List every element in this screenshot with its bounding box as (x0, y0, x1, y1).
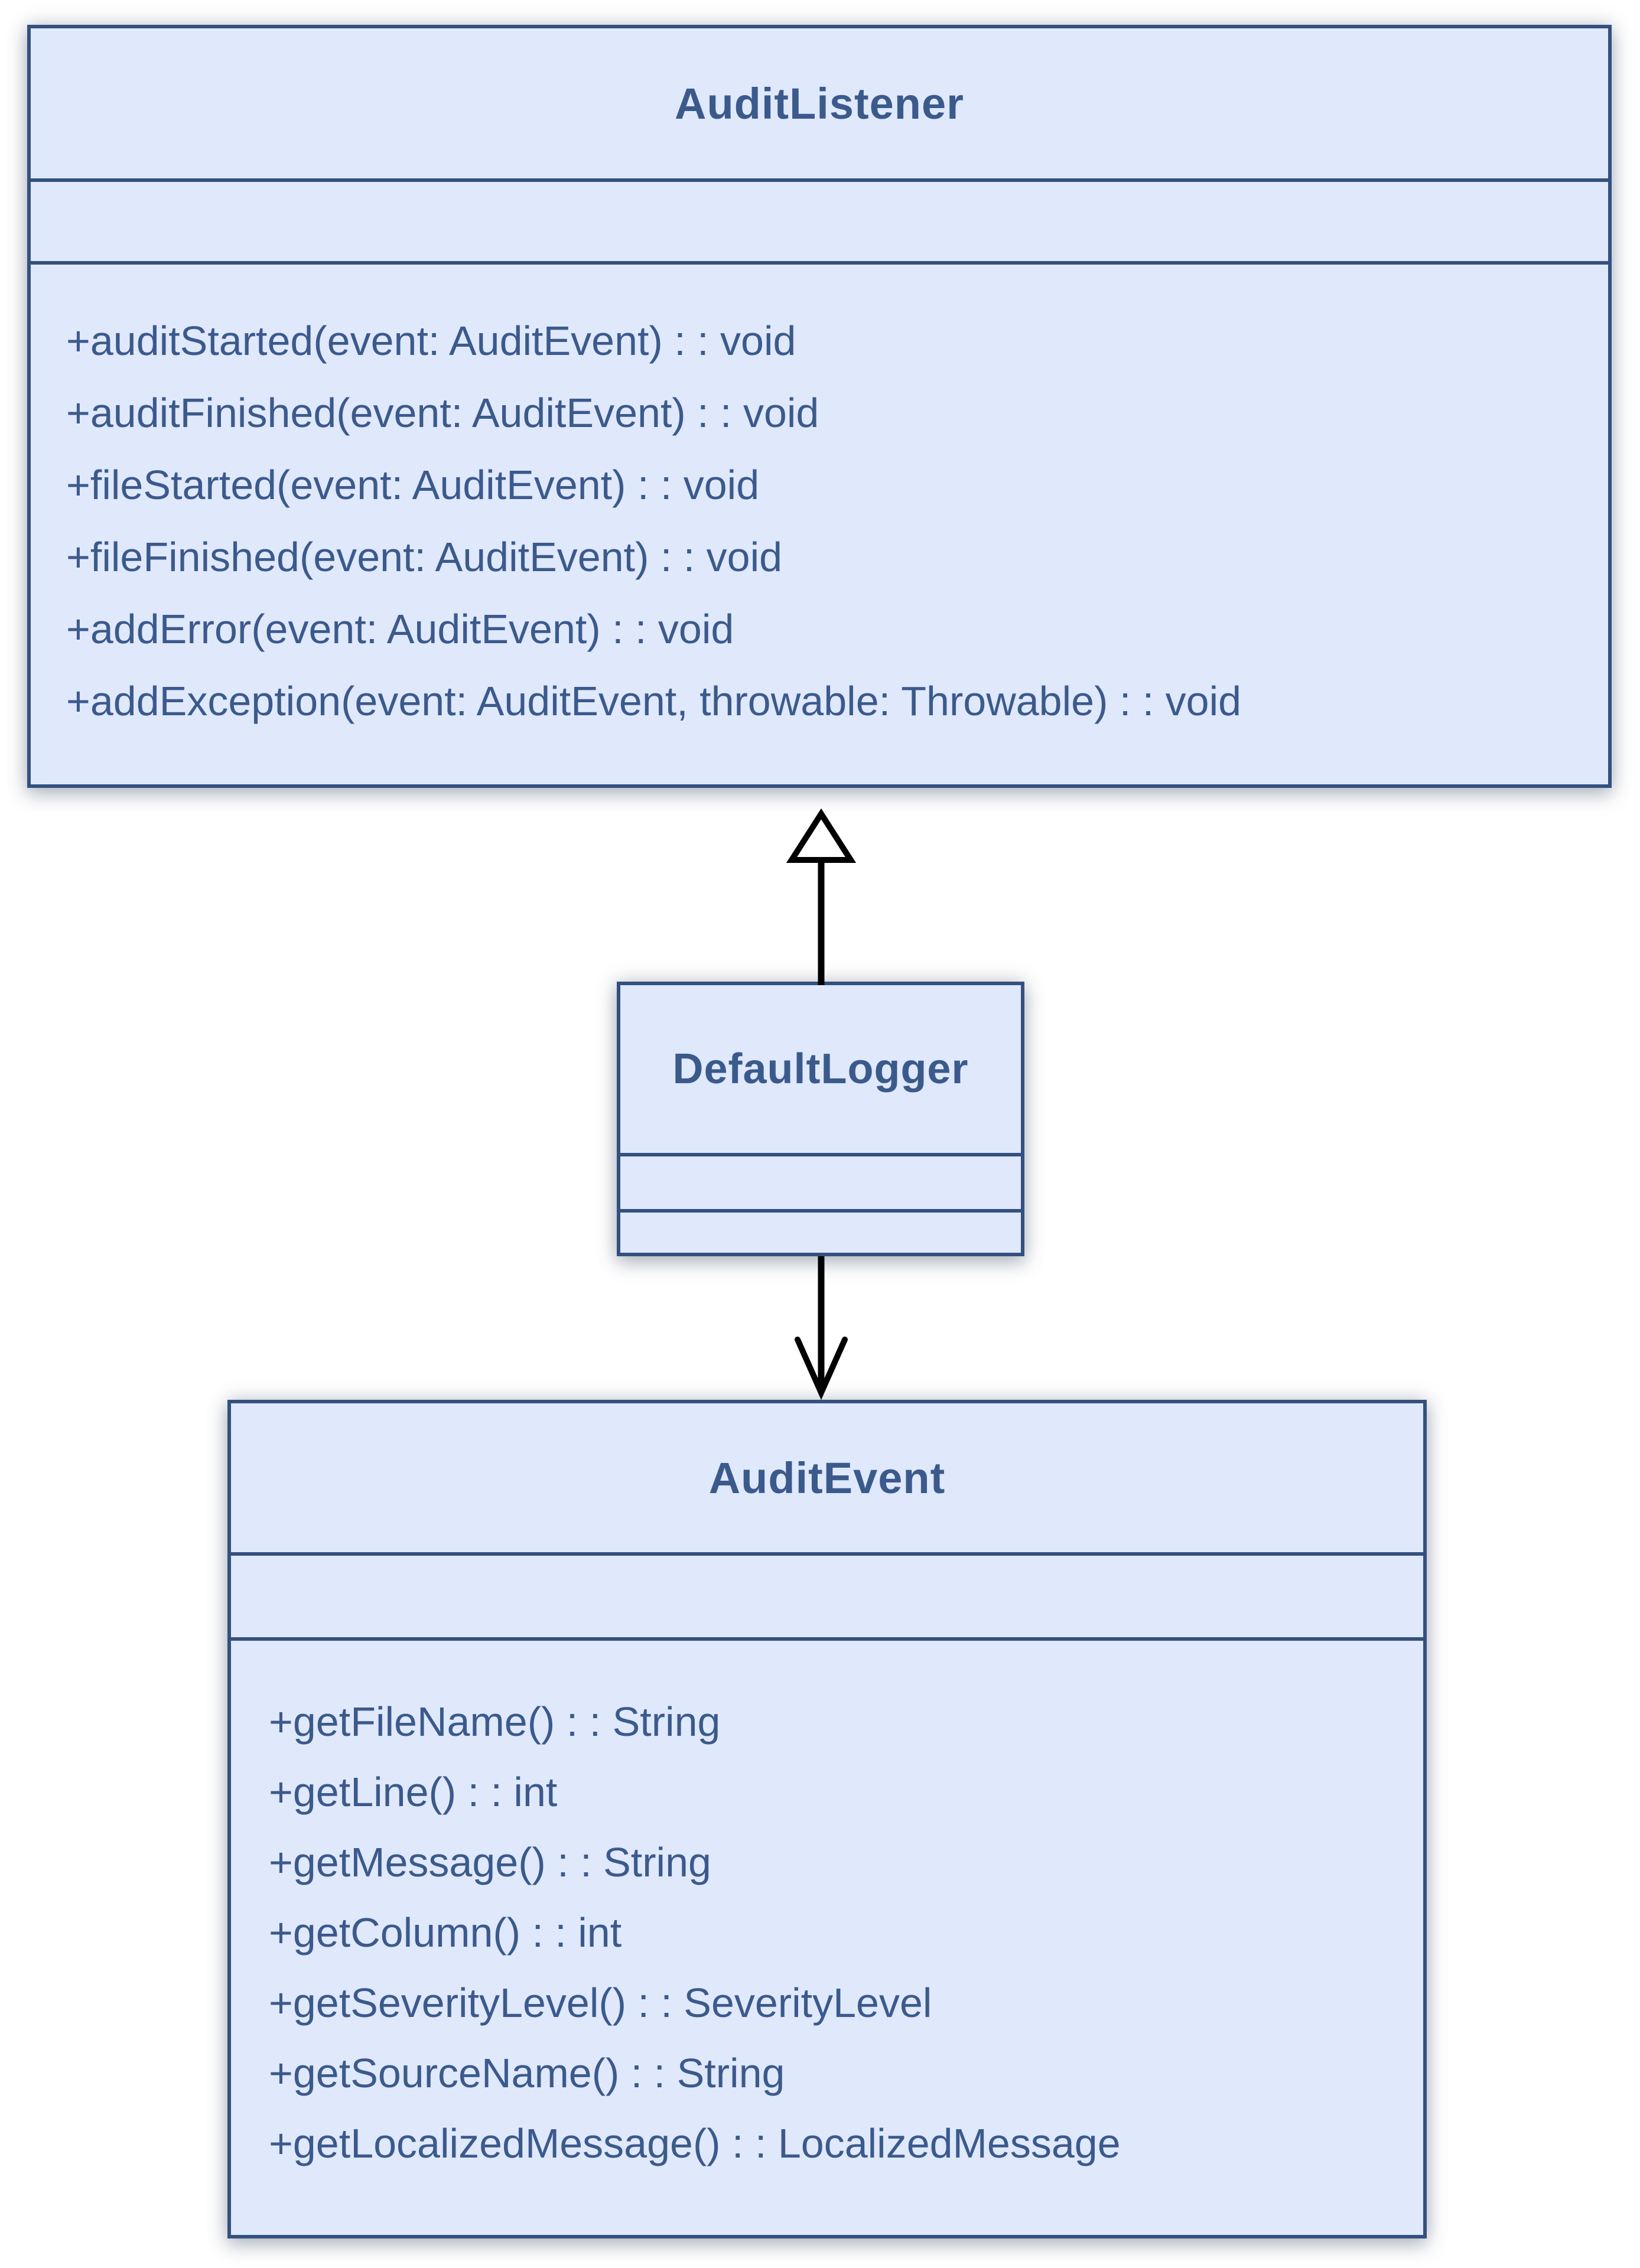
method-row: +addException(event: AuditEvent, throwab… (66, 678, 1242, 724)
attributes-compartment-auditlistener (31, 178, 1608, 261)
directed-association-arrow (795, 1256, 848, 1400)
method-row: +fileFinished(event: AuditEvent) : : voi… (66, 534, 783, 580)
open-arrowhead (795, 1337, 848, 1400)
class-title-auditlistener: AuditListener (675, 79, 964, 128)
class-title-auditevent: AuditEvent (708, 1453, 946, 1503)
method-row: +getColumn() : : int (269, 1909, 622, 1956)
method-row: +getSourceName() : : String (269, 2050, 785, 2096)
class-box-defaultlogger: DefaultLogger (617, 982, 1024, 1256)
method-row: +getMessage() : : String (269, 1839, 711, 1885)
class-box-auditevent: AuditEvent +getFileName() : : String +ge… (227, 1400, 1427, 2238)
method-row: +getSeverityLevel() : : SeverityLevel (269, 1980, 932, 2026)
methods-compartment-auditlistener: +auditStarted(event: AuditEvent) : : voi… (31, 261, 1608, 788)
attributes-compartment-auditevent (231, 1552, 1423, 1637)
methods-compartment-auditevent: +getFileName() : : String +getLine() : :… (231, 1637, 1423, 2238)
method-row: +fileStarted(event: AuditEvent) : : void (66, 462, 760, 508)
method-row: +addError(event: AuditEvent) : : void (66, 606, 734, 652)
method-row: +auditFinished(event: AuditEvent) : : vo… (66, 390, 819, 436)
method-row: +auditStarted(event: AuditEvent) : : voi… (66, 318, 796, 364)
attributes-compartment-defaultlogger (620, 1153, 1021, 1209)
hollow-triangle-arrowhead (786, 808, 857, 863)
methods-compartment-defaultlogger (620, 1209, 1021, 1256)
generalization-arrow (786, 808, 857, 985)
method-row: +getLocalizedMessage() : : LocalizedMess… (269, 2120, 1121, 2166)
class-box-auditlistener: AuditListener +auditStarted(event: Audit… (27, 25, 1612, 788)
method-row: +getLine() : : int (269, 1769, 558, 1815)
method-row: +getFileName() : : String (269, 1699, 721, 1745)
class-title-defaultlogger: DefaultLogger (672, 1045, 969, 1093)
